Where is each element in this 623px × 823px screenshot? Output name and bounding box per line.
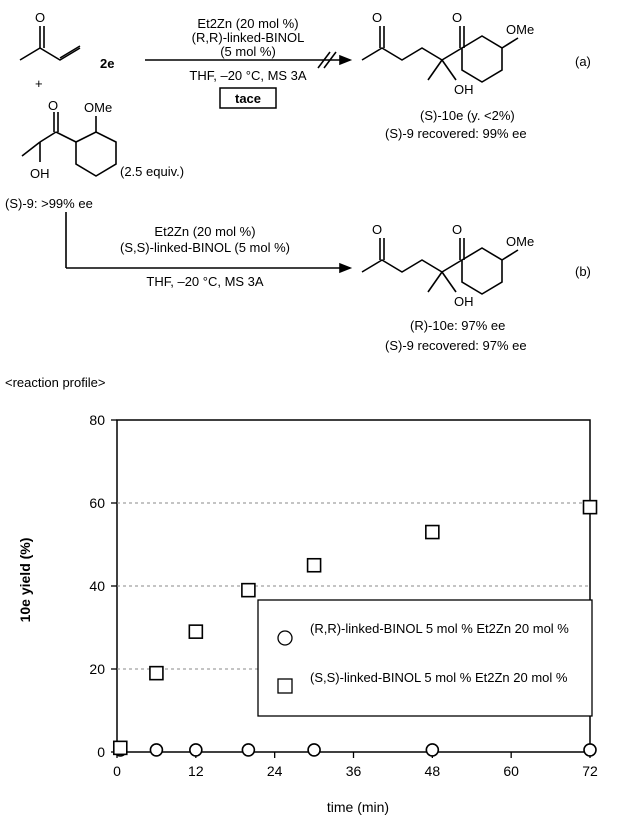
- x-tick-label: 72: [582, 763, 598, 779]
- y-axis-label-text: 10e yield (%): [17, 538, 33, 623]
- y-tick-label: 40: [89, 578, 105, 594]
- reactant-equiv-label: (2.5 equiv.): [120, 164, 184, 179]
- ss-binol-point: [241, 582, 256, 598]
- hydroxyketone-structure: [21, 112, 117, 177]
- reaction-a-line2: (R,R)-linked-BINOL: [192, 30, 305, 45]
- reactant-ee-label: (S)-9: >99% ee: [5, 196, 93, 211]
- legend-circle-marker: [277, 630, 293, 646]
- product-a-oh-label: OH: [454, 82, 474, 97]
- ss-binol-point: [425, 524, 440, 540]
- tace-label: tace: [235, 91, 261, 106]
- reactant-2e-label: 2e: [100, 56, 114, 71]
- reaction-a-line4: THF, –20 °C, MS 3A: [189, 68, 307, 83]
- reaction-a-line1: Et2Zn (20 mol %): [197, 16, 298, 31]
- product-b-label: (R)-10e: 97% ee: [410, 318, 505, 333]
- scheme-labels: 2e + O O OMe OH (2.5 equiv.) (S)-9: >99%…: [5, 10, 591, 390]
- reaction-b-line1: Et2Zn (20 mol %): [154, 224, 255, 239]
- chart-legend: (R,R)-linked-BINOL 5 mol % Et2Zn 20 mol …: [257, 599, 593, 717]
- yield-chart: 0 20 40 60 80 0 12 24 36 48 60 72 time (min) 10e y…: [17, 412, 598, 815]
- reaction-a-line3: (5 mol %): [220, 44, 276, 59]
- arrow-b: [65, 212, 353, 274]
- rr-binol-point: [307, 743, 321, 757]
- x-tick-label: 36: [346, 763, 362, 779]
- tace-box: [219, 87, 277, 109]
- product-a-recovered: (S)-9 recovered: 99% ee: [385, 126, 527, 141]
- data-points: [112, 499, 598, 757]
- reactant-ome-label: OMe: [84, 100, 112, 115]
- reaction-profile-label: <reaction profile>: [5, 375, 105, 390]
- reaction-scheme: [19, 26, 519, 295]
- product-a-co-o-label: O: [452, 10, 462, 25]
- product-a-label: (S)-10e (y. <2%): [420, 108, 515, 123]
- x-axis-label: time (min): [327, 799, 389, 815]
- reaction-b-line2: (S,S)-linked-BINOL (5 mol %): [120, 240, 290, 255]
- product-a-o-label: O: [372, 10, 382, 25]
- x-tick-label: 12: [188, 763, 204, 779]
- arrow-a: [145, 51, 353, 69]
- rr-binol-point: [189, 743, 203, 757]
- reactant-ketone-o-label: O: [48, 98, 58, 113]
- product-b-structure: [361, 238, 519, 295]
- x-axis-ticks: 0 12 24 36 48 60 72: [113, 752, 598, 779]
- enone-structure: [19, 26, 81, 61]
- x-tick-label: 24: [267, 763, 283, 779]
- ss-binol-point: [582, 499, 598, 515]
- rr-binol-point: [241, 743, 256, 757]
- rr-binol-point: [583, 743, 597, 757]
- reaction-a-tag: (a): [575, 54, 591, 69]
- legend-series-1-label: (R,R)-linked-BINOL 5 mol % Et2Zn 20 mol …: [310, 621, 569, 636]
- product-b-oh-label: OH: [454, 294, 474, 309]
- enone-o-label: O: [35, 10, 45, 25]
- reaction-b-line3: THF, –20 °C, MS 3A: [146, 274, 264, 289]
- ss-binol-point: [149, 665, 164, 681]
- ss-binol-point: [188, 624, 204, 639]
- legend-square-marker: [277, 678, 293, 694]
- y-tick-label: 80: [89, 412, 105, 428]
- product-b-co-o-label: O: [452, 222, 462, 237]
- ss-binol-point: [306, 557, 322, 573]
- reactant-oh-label: OH: [30, 166, 50, 181]
- product-b-recovered: (S)-9 recovered: 97% ee: [385, 338, 527, 353]
- x-tick-label: 60: [503, 763, 519, 779]
- product-b-ome-label: OMe: [506, 234, 534, 249]
- x-tick-label: 0: [113, 763, 121, 779]
- reaction-b-tag: (b): [575, 264, 591, 279]
- legend-series-2-label: (S,S)-linked-BINOL 5 mol % Et2Zn 20 mol …: [310, 670, 568, 685]
- y-tick-label: 0: [97, 744, 105, 760]
- ss-binol-point: [112, 740, 128, 756]
- x-tick-label: 48: [425, 763, 441, 779]
- product-a-ome-label: OMe: [506, 22, 534, 37]
- rr-binol-point: [425, 743, 440, 757]
- product-a-structure: [361, 26, 519, 83]
- rr-binol-point: [149, 743, 164, 757]
- y-tick-label: 60: [89, 495, 105, 511]
- y-axis-ticks: 0 20 40 60 80: [89, 412, 117, 760]
- product-b-o-label: O: [372, 222, 382, 237]
- legend-box: [257, 599, 593, 717]
- plus-sign: +: [35, 76, 43, 91]
- y-tick-label: 20: [89, 661, 105, 677]
- y-axis-label: 10e yield (%): [17, 538, 33, 623]
